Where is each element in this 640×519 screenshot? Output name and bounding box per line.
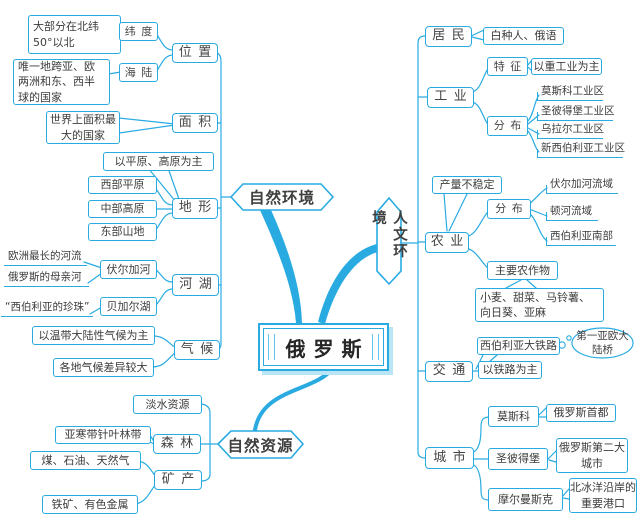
node-zone-petersburg: 圣彼得堡工业区 xyxy=(537,103,615,121)
node-location: 位置 xyxy=(172,43,218,63)
node-moscow: 莫斯科 xyxy=(488,406,539,427)
center-topic-russia: 俄罗斯 xyxy=(258,323,389,371)
node-climate-note2: 各地气候差异较大 xyxy=(53,358,154,377)
node-rivers-lakes: 河湖 xyxy=(172,274,219,296)
node-industry: 工业 xyxy=(427,87,474,108)
human-env-hexagon xyxy=(376,196,402,286)
node-sea-land: 海陆 xyxy=(119,63,158,82)
node-cities: 城市 xyxy=(425,447,474,469)
node-land-bridge: 第一亚欧大陆桥 xyxy=(576,329,629,356)
node-area-note: 世界上面积最大的国家 xyxy=(46,111,120,144)
branch-natural-resources: 自然资源 xyxy=(227,436,294,455)
node-volga-basin: 伏尔加河流域 xyxy=(546,176,618,194)
scroll-deco-right xyxy=(372,334,379,360)
thin-connectors xyxy=(83,15,570,505)
center-inner-frame xyxy=(263,328,384,366)
node-taiga-belt: 亚寒带针叶林带 xyxy=(55,426,151,444)
natural-env-hexagon xyxy=(229,183,335,211)
node-siberian-railway: 西伯利亚大铁路 xyxy=(477,337,560,355)
branch-human-environment: 人文环境 xyxy=(370,210,407,260)
node-crops-note: 小麦、甜菜、马铃薯、向日葵、亚麻 xyxy=(475,288,604,322)
node-climate-note1: 以温带大陆性气候为主 xyxy=(32,326,155,345)
node-transport: 交通 xyxy=(425,361,473,382)
node-latitude-note: 大部分在北纬50°以北 xyxy=(28,15,121,54)
node-moscow-note: 俄罗斯首都 xyxy=(546,404,616,422)
natural-resources-hexagon xyxy=(216,430,305,459)
node-heavy-industry-note: 以重工业为主 xyxy=(531,58,602,75)
node-volga-note2: 俄罗斯的母亲河 xyxy=(4,269,89,287)
node-murmansk: 摩尔曼斯克 xyxy=(488,488,563,511)
node-zone-ural: 乌拉尔工业区 xyxy=(537,121,604,139)
node-don-basin: 顿河流域 xyxy=(546,203,598,221)
node-residents-note: 白种人、俄语 xyxy=(483,27,564,45)
node-industry-distribution: 分布 xyxy=(487,116,528,136)
node-minerals: 矿产 xyxy=(154,470,202,490)
node-agri-distribution: 分布 xyxy=(487,199,531,219)
node-west-plain: 西部平原 xyxy=(88,176,157,194)
node-terrain: 地形 xyxy=(172,198,218,219)
node-climate: 气候 xyxy=(174,340,220,360)
node-zone-novosibirsk: 新西伯利亚工业区 xyxy=(537,140,625,158)
node-fossil-fuels: 煤、石油、天然气 xyxy=(30,451,141,470)
thought-bubble-small xyxy=(566,335,572,341)
node-volga-river: 伏尔加河 xyxy=(100,260,157,279)
node-forest: 森林 xyxy=(153,434,201,454)
node-iron-metals: 铁矿、有色金属 xyxy=(42,495,138,514)
node-baikal-note: “西伯利亚的珍珠” xyxy=(1,299,93,317)
node-main-crops: 主要农作物 xyxy=(487,261,558,280)
node-terrain-note: 以平原、高原为主 xyxy=(103,152,214,171)
node-sea-land-note: 唯一地跨亚、欧两洲和东、西半球的国家 xyxy=(13,59,110,105)
node-yield-note: 产量不稳定 xyxy=(432,176,502,194)
node-central-plateau: 中部高原 xyxy=(88,200,157,218)
node-south-siberia: 西伯利亚南部 xyxy=(546,228,616,246)
node-latitude: 纬度 xyxy=(119,22,158,41)
node-murmansk-note: 北冰洋沿岸的重要港口 xyxy=(569,478,637,513)
node-lake-baikal: 贝加尔湖 xyxy=(100,297,157,316)
node-agriculture: 农业 xyxy=(425,232,469,253)
node-area: 面积 xyxy=(172,113,218,133)
thick-branch-curves xyxy=(253,210,378,432)
node-freshwater: 淡水资源 xyxy=(133,395,202,414)
node-railway-main-note: 以铁路为主 xyxy=(478,361,542,379)
scroll-deco-left xyxy=(268,334,275,360)
node-industry-feature: 特征 xyxy=(487,57,528,76)
node-petersburg-note: 俄罗斯第二大城市 xyxy=(556,438,628,473)
center-topic-label: 俄罗斯 xyxy=(285,336,370,361)
land-bridge-ellipse xyxy=(571,327,634,359)
node-east-mountains: 东部山地 xyxy=(88,223,157,241)
node-petersburg: 圣彼得堡 xyxy=(488,448,548,470)
node-zone-moscow: 莫斯科工业区 xyxy=(537,83,604,101)
branch-natural-environment: 自然环境 xyxy=(248,189,315,207)
node-residents: 居民 xyxy=(425,26,472,47)
branch-shapes xyxy=(216,183,634,459)
node-volga-note1: 欧洲最长的河流 xyxy=(4,248,87,266)
